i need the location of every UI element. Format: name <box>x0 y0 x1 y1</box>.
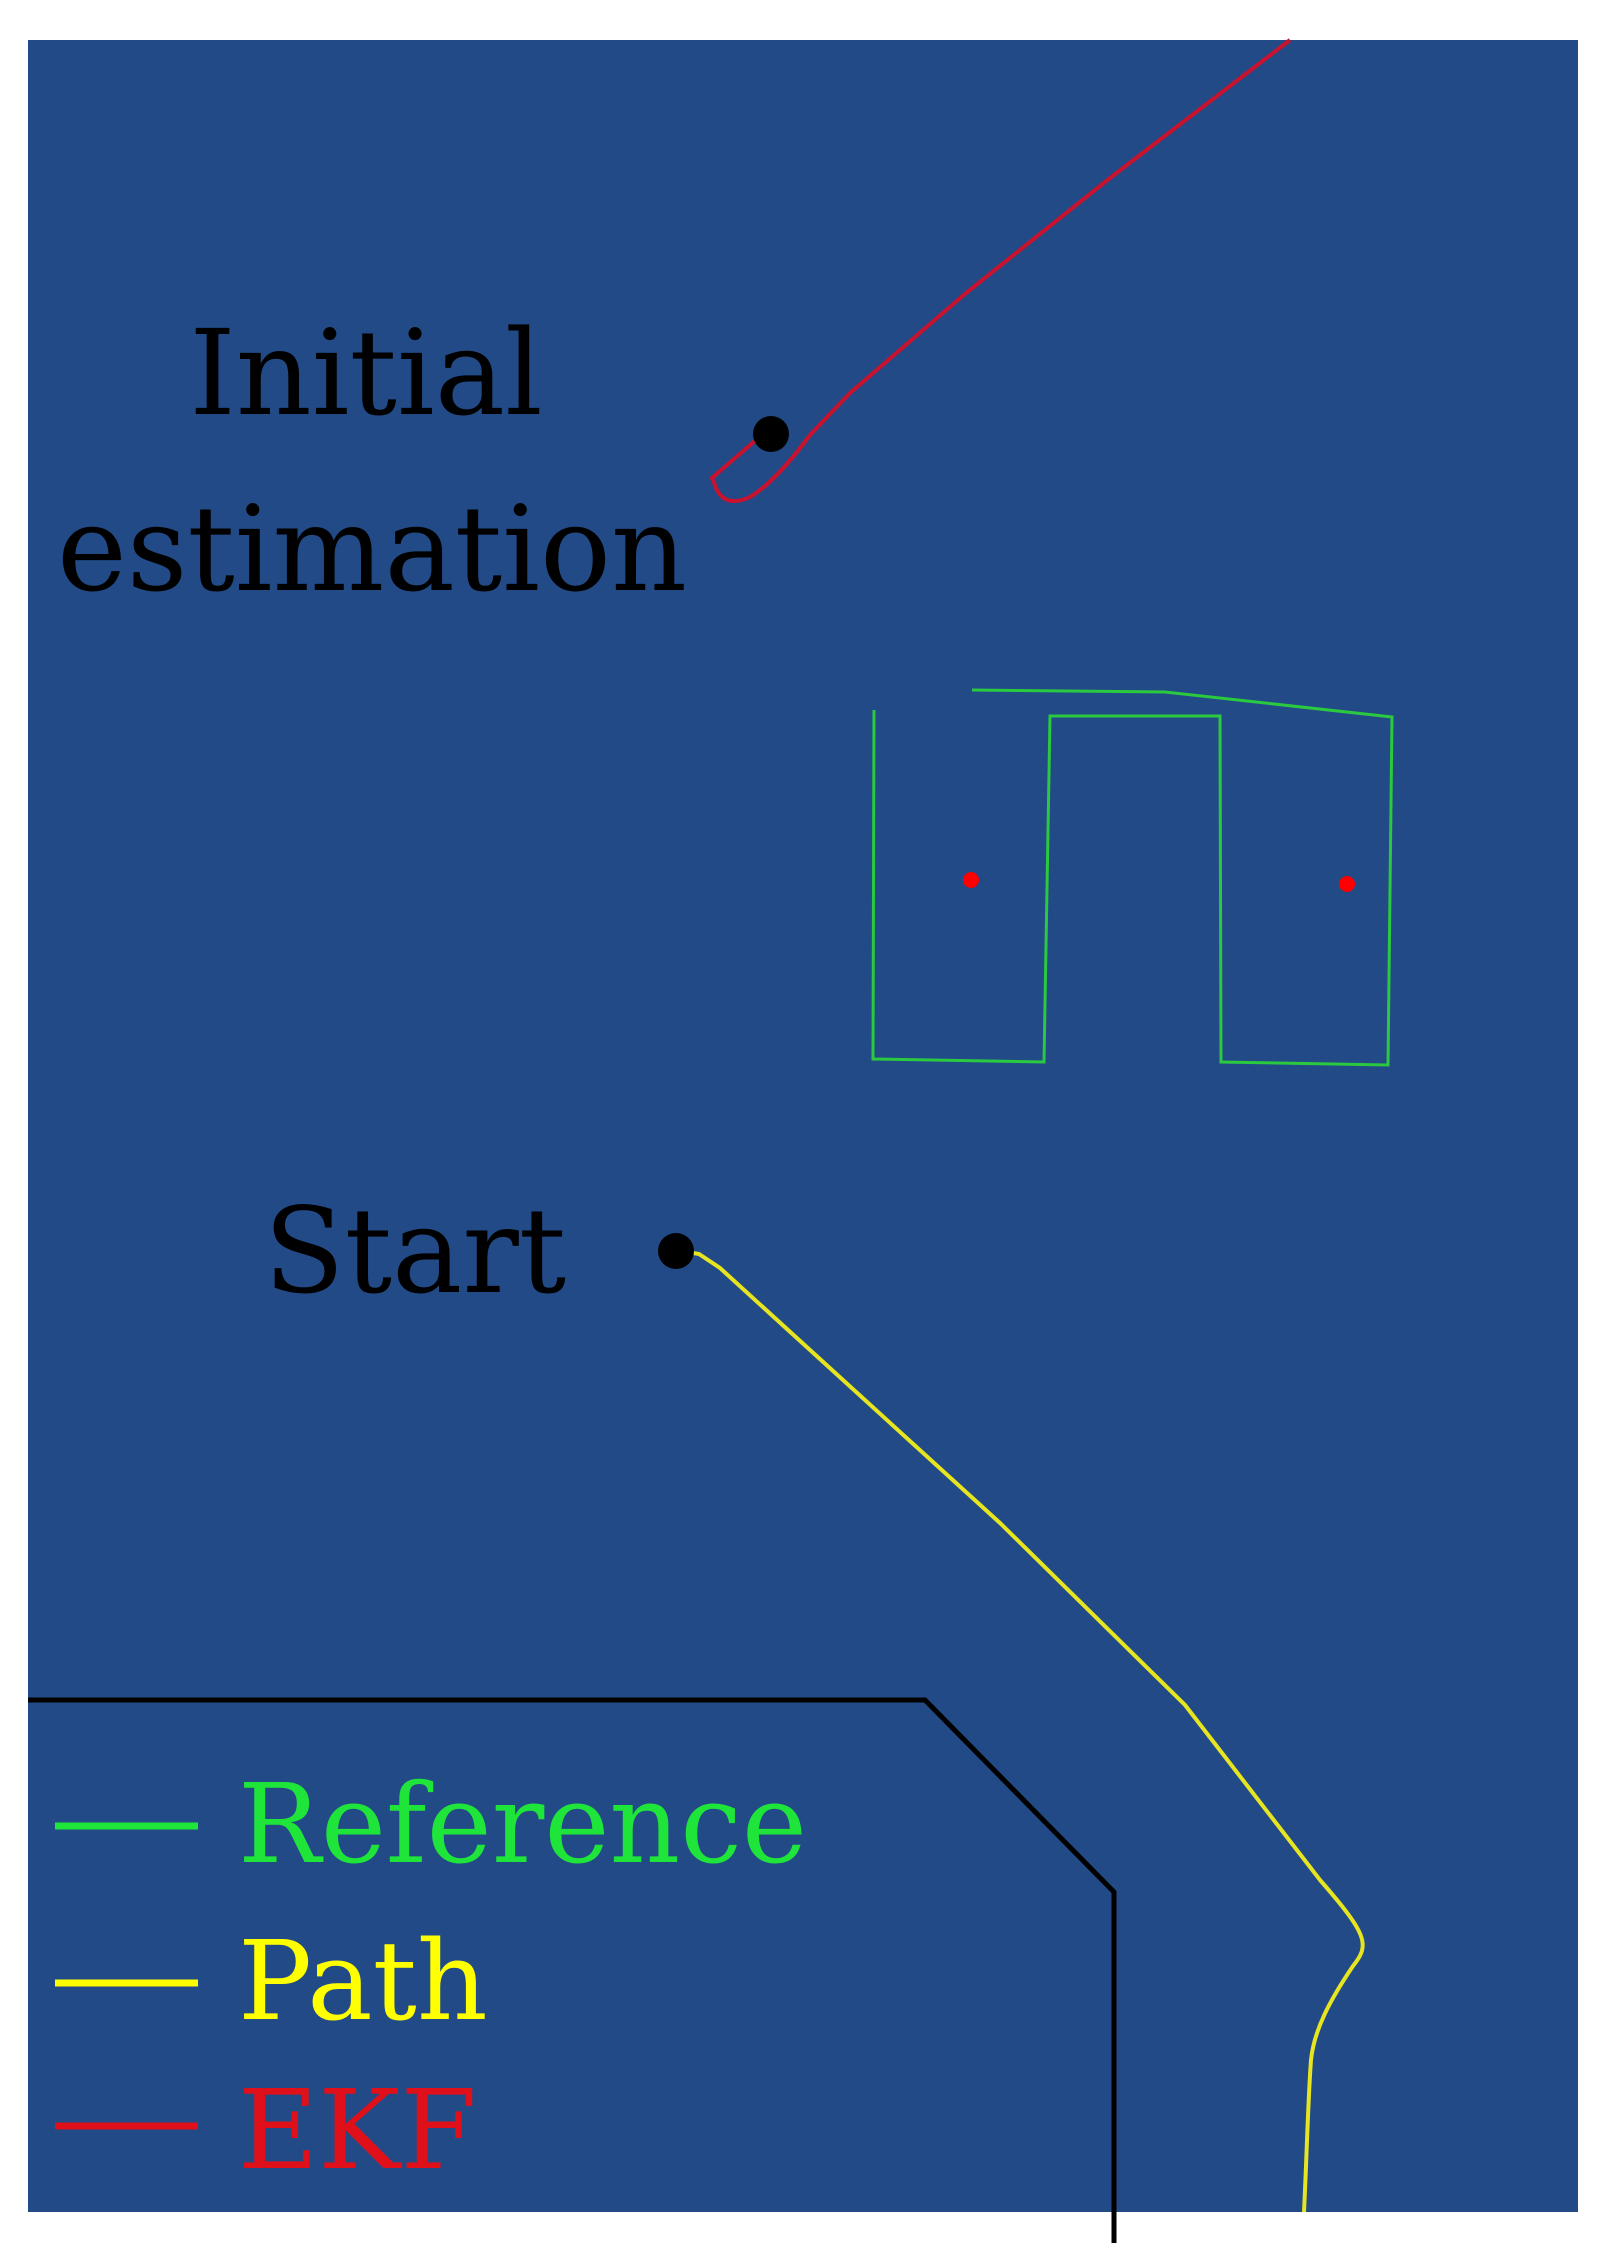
start-label: Start <box>264 1182 566 1320</box>
ekf-trajectory <box>709 38 1292 504</box>
legend-label-path: Path <box>238 1917 488 2045</box>
initial-estimation-marker <box>753 416 789 452</box>
legend-label-ekf: EKF <box>238 2066 477 2194</box>
start-marker <box>658 1233 694 1269</box>
boundary-wall <box>28 1697 1117 2243</box>
initial-estimation-label-line1: Initial <box>189 304 543 442</box>
legend-label-reference: Reference <box>238 1760 807 1888</box>
initial-estimation-label-line2: estimation <box>57 480 687 618</box>
reference-trajectory <box>871 688 1394 1067</box>
landmark-dot-right <box>1339 876 1355 892</box>
map-area <box>28 40 1578 2212</box>
path-trajectory <box>675 1248 1365 2213</box>
legend: Reference Path EKF <box>55 1760 807 2194</box>
landmark-dot-left <box>963 872 979 888</box>
